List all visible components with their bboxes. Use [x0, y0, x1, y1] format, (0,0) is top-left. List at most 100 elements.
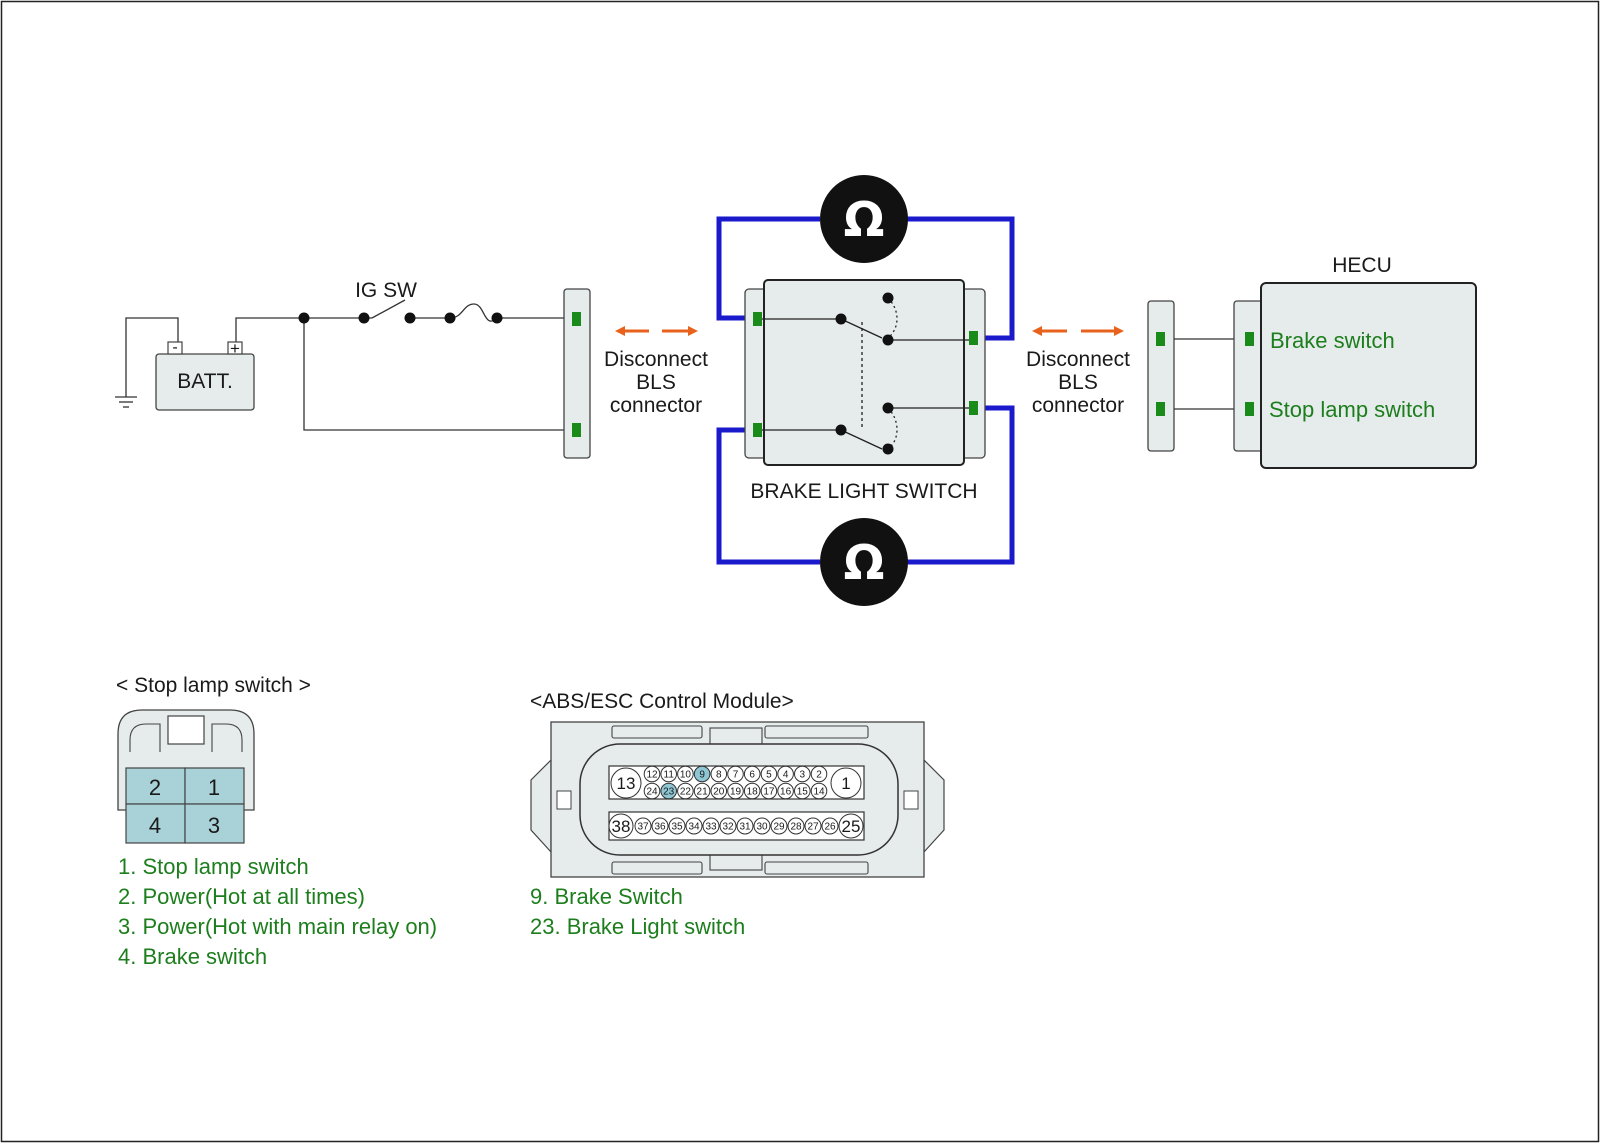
- abs-pin-32: 32: [719, 817, 737, 835]
- abs-pin-9: 9: [693, 765, 711, 783]
- abs-pin-13: 13: [610, 767, 642, 799]
- abs-pin-8: 8: [710, 765, 728, 783]
- abs-pin-circle: [838, 813, 864, 839]
- brake-light-switch-body: [744, 279, 986, 466]
- pin-cell-2: 2: [149, 775, 161, 800]
- abs-pin-circle: [810, 782, 828, 800]
- abs-pin-circle: [634, 817, 652, 835]
- abs-pin-6: 6: [743, 765, 761, 783]
- abs-pin-label: 28: [790, 822, 802, 833]
- abs-pin-label: 24: [646, 787, 658, 798]
- abs-pin-29: 29: [770, 817, 788, 835]
- abs-pin-5: 5: [760, 765, 778, 783]
- abs-pin-24: 24: [643, 782, 661, 800]
- abs-pin-10: 10: [677, 765, 694, 783]
- abs-pin-circle: [777, 765, 794, 783]
- abs-pin-circle: [693, 782, 711, 800]
- abs-pin-28: 28: [787, 817, 805, 835]
- abs-pin-circle: [804, 817, 822, 835]
- battery-pos-label: +: [230, 339, 240, 358]
- ohm-symbol-bottom: Ω: [844, 535, 885, 591]
- hecu-title: HECU: [1332, 254, 1392, 277]
- abs-pin-16: 16: [777, 782, 794, 800]
- abs-pin-38: 38: [608, 813, 634, 839]
- abs-pin-2: 2: [810, 765, 828, 783]
- abs-pin-label: 32: [722, 822, 734, 833]
- hecu-harness-connector: [1147, 300, 1175, 452]
- abs-pin-circle: [660, 765, 678, 783]
- abs-pin-20: 20: [710, 782, 728, 800]
- disconnect-label-left-1: Disconnect: [604, 348, 708, 371]
- disconnect-label-left-3: connector: [610, 394, 702, 417]
- abs-pin-17: 17: [760, 782, 778, 800]
- abs-pin-circle: [677, 782, 694, 800]
- ohmmeter-top: Ω: [820, 175, 908, 263]
- abs-pin-22: 22: [677, 782, 694, 800]
- stop-lamp-connector: 2 1 4 3: [117, 709, 255, 844]
- abs-pin-label: 2: [816, 770, 822, 781]
- abs-pin-label: 35: [671, 822, 683, 833]
- abs-legend-1: 9. Brake Switch: [530, 884, 683, 909]
- abs-pin-12: 12: [643, 765, 661, 783]
- abs-pin-circle: [719, 817, 737, 835]
- abs-pin-circle: [760, 765, 778, 783]
- abs-pin-circle: [821, 817, 839, 835]
- abs-pin-label: 10: [680, 770, 692, 781]
- stop-lamp-connector-title: < Stop lamp switch >: [116, 674, 311, 697]
- abs-pin-30: 30: [753, 817, 771, 835]
- abs-pin-label: 12: [646, 770, 658, 781]
- abs-pin-circle: [710, 765, 728, 783]
- abs-pin-label: 6: [749, 770, 755, 781]
- abs-pin-15: 15: [794, 782, 811, 800]
- abs-pin-37: 37: [634, 817, 652, 835]
- abs-pin-circle: [770, 817, 788, 835]
- abs-pin-31: 31: [736, 817, 754, 835]
- abs-pin-label: 38: [612, 817, 631, 836]
- disconnect-label-left-2: BLS: [636, 371, 676, 394]
- abs-pin-label: 17: [763, 787, 775, 798]
- abs-pin-label: 19: [730, 787, 742, 798]
- abs-pin-19: 19: [727, 782, 744, 800]
- abs-pin-label: 33: [705, 822, 717, 833]
- abs-pin-label: 5: [766, 770, 772, 781]
- abs-pin-1: 1: [830, 767, 862, 799]
- abs-pin-23: 23: [660, 782, 678, 800]
- abs-pin-circle: [610, 767, 642, 799]
- junction-dots: [298, 312, 503, 324]
- abs-pin-label: 20: [713, 787, 725, 798]
- hecu-wires: [1174, 338, 1245, 410]
- hecu-pin-brake-switch: Brake switch: [1270, 328, 1395, 353]
- hecu-box: [1233, 282, 1477, 469]
- abs-pin-circle: [810, 765, 828, 783]
- abs-pin-27: 27: [804, 817, 822, 835]
- pin-cell-1: 1: [208, 775, 220, 800]
- battery-neg-label: -: [172, 339, 177, 356]
- abs-pin-label: 22: [680, 787, 692, 798]
- abs-pin-label: 26: [824, 822, 836, 833]
- switch-terminals: [835, 292, 894, 455]
- abs-pin-circle: [651, 817, 669, 835]
- abs-pin-11: 11: [660, 765, 678, 783]
- abs-pin-circle: [643, 765, 661, 783]
- abs-pin-label: 3: [800, 770, 806, 781]
- stop-lamp-legend-1: 1. Stop lamp switch: [118, 854, 309, 879]
- abs-pin-circle: [753, 817, 771, 835]
- abs-pin-25: 25: [838, 813, 864, 839]
- brake-light-switch-label: BRAKE LIGHT SWITCH: [750, 480, 977, 503]
- abs-pin-label: 25: [842, 817, 861, 836]
- ohmmeter-bottom: Ω: [820, 518, 908, 606]
- abs-pin-4: 4: [777, 765, 794, 783]
- battery: - + BATT.: [155, 339, 255, 411]
- abs-pin-circle: [710, 782, 728, 800]
- abs-pin-label: 15: [797, 787, 809, 798]
- abs-pin-label: 11: [664, 770, 675, 781]
- abs-pin-label: 9: [699, 770, 705, 781]
- abs-legend-2: 23. Brake Light switch: [530, 914, 745, 939]
- abs-pin-circle: [743, 765, 761, 783]
- abs-pin-circle: [830, 767, 862, 799]
- ig-sw-label: IG SW: [355, 279, 417, 302]
- abs-pin-label: 18: [747, 787, 759, 798]
